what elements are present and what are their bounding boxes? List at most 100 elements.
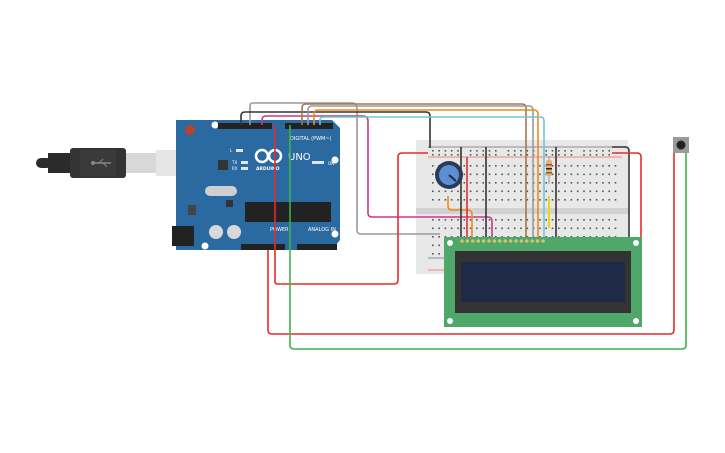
breadboard-hole[interactable]: [476, 199, 478, 201]
breadboard-hole[interactable]: [576, 182, 579, 184]
lcd-pin[interactable]: [514, 239, 518, 243]
breadboard-hole[interactable]: [463, 190, 466, 193]
breadboard-hole[interactable]: [589, 182, 592, 184]
breadboard-hole[interactable]: [488, 199, 491, 201]
lcd-pin[interactable]: [535, 239, 540, 243]
breadboard-hole[interactable]: [476, 236, 478, 238]
breadboard-hole[interactable]: [513, 219, 516, 221]
breadboard-hole[interactable]: [482, 219, 484, 221]
breadboard-hole[interactable]: [576, 227, 579, 230]
breadboard-hole[interactable]: [438, 244, 440, 247]
breadboard-hole[interactable]: [450, 190, 453, 193]
breadboard-hole[interactable]: [450, 154, 453, 156]
breadboard-hole[interactable]: [545, 182, 547, 184]
breadboard-hole[interactable]: [495, 227, 497, 230]
breadboard-hole[interactable]: [539, 190, 541, 193]
breadboard-hole[interactable]: [564, 219, 566, 221]
breadboard-hole[interactable]: [614, 219, 617, 221]
breadboard-hole[interactable]: [583, 219, 585, 221]
breadboard-hole[interactable]: [589, 150, 592, 152]
breadboard-hole[interactable]: [501, 236, 503, 238]
breadboard-hole[interactable]: [583, 199, 585, 201]
breadboard-hole[interactable]: [432, 219, 434, 221]
breadboard-hole[interactable]: [545, 190, 547, 193]
breadboard-hole[interactable]: [551, 190, 554, 193]
breadboard-hole[interactable]: [583, 236, 585, 238]
lcd-pin[interactable]: [498, 239, 502, 243]
breadboard-hole[interactable]: [444, 199, 447, 201]
breadboard-hole[interactable]: [576, 219, 579, 221]
breadboard-hole[interactable]: [432, 199, 434, 201]
breadboard-hole[interactable]: [450, 236, 453, 238]
breadboard-hole[interactable]: [476, 150, 478, 152]
usb-cable[interactable]: [36, 148, 186, 178]
breadboard-hole[interactable]: [438, 190, 440, 193]
breadboard-hole[interactable]: [513, 236, 516, 238]
breadboard-hole[interactable]: [469, 227, 472, 230]
breadboard-hole[interactable]: [476, 190, 478, 193]
breadboard-hole[interactable]: [482, 227, 484, 230]
lcd-pin[interactable]: [503, 239, 508, 243]
wire-black[interactable]: [240, 111, 431, 148]
breadboard-hole[interactable]: [507, 182, 510, 184]
breadboard-hole[interactable]: [476, 227, 478, 230]
breadboard-hole[interactable]: [495, 219, 497, 221]
wire-red-button[interactable]: [267, 152, 675, 335]
breadboard-hole[interactable]: [539, 173, 541, 176]
breadboard-hole[interactable]: [513, 182, 516, 184]
breadboard-hole[interactable]: [513, 227, 516, 230]
breadboard-hole[interactable]: [608, 182, 610, 184]
breadboard-hole[interactable]: [495, 190, 497, 193]
breadboard-hole[interactable]: [589, 236, 592, 238]
wire-red-rail-right[interactable]: [612, 152, 642, 240]
breadboard-hole[interactable]: [564, 236, 566, 238]
breadboard-hole[interactable]: [545, 150, 547, 152]
arduino-uno-board[interactable]: DIGITAL (PWM~) POWER ANALOG IN UNO ARDUI…: [172, 120, 340, 250]
breadboard-hole[interactable]: [488, 219, 491, 221]
breadboard-hole[interactable]: [513, 165, 516, 167]
breadboard-hole[interactable]: [432, 253, 434, 255]
breadboard-hole[interactable]: [608, 236, 610, 238]
breadboard-hole[interactable]: [513, 199, 516, 201]
breadboard-hole[interactable]: [545, 219, 547, 221]
pushbutton[interactable]: [673, 137, 689, 153]
lcd-pin[interactable]: [530, 239, 534, 243]
breadboard-hole[interactable]: [463, 182, 466, 184]
breadboard-hole[interactable]: [589, 190, 592, 193]
breadboard-hole[interactable]: [444, 219, 447, 221]
breadboard-hole[interactable]: [589, 165, 592, 167]
lcd-pin[interactable]: [465, 239, 470, 243]
breadboard-hole[interactable]: [457, 150, 459, 152]
lcd-pin[interactable]: [481, 239, 486, 243]
breadboard-hole[interactable]: [595, 227, 598, 230]
breadboard-hole[interactable]: [488, 150, 491, 152]
breadboard-hole[interactable]: [564, 199, 566, 201]
breadboard-hole[interactable]: [520, 173, 522, 176]
breadboard-hole[interactable]: [558, 182, 560, 184]
breadboard-hole[interactable]: [526, 227, 529, 230]
breadboard-hole[interactable]: [589, 219, 592, 221]
power-header[interactable]: [241, 244, 285, 250]
breadboard-hole[interactable]: [495, 199, 497, 201]
breadboard-hole[interactable]: [432, 154, 434, 156]
breadboard-hole[interactable]: [444, 190, 447, 193]
breadboard-hole[interactable]: [476, 219, 478, 221]
wire-green-button[interactable]: [289, 125, 687, 350]
breadboard-hole[interactable]: [583, 227, 585, 230]
breadboard-hole[interactable]: [551, 236, 554, 238]
breadboard-hole[interactable]: [438, 253, 440, 255]
digital-header-low[interactable]: [285, 123, 333, 129]
breadboard-hole[interactable]: [513, 150, 516, 152]
breadboard-hole[interactable]: [501, 182, 503, 184]
breadboard-hole[interactable]: [608, 150, 610, 152]
breadboard-hole[interactable]: [520, 236, 522, 238]
breadboard-hole[interactable]: [482, 236, 484, 238]
breadboard-hole[interactable]: [608, 199, 610, 201]
breadboard-hole[interactable]: [614, 227, 617, 230]
breadboard-hole[interactable]: [576, 173, 579, 176]
breadboard-hole[interactable]: [576, 190, 579, 193]
breadboard-hole[interactable]: [583, 182, 585, 184]
breadboard-hole[interactable]: [602, 173, 604, 176]
lcd-pin[interactable]: [487, 239, 491, 243]
breadboard-hole[interactable]: [463, 236, 466, 238]
